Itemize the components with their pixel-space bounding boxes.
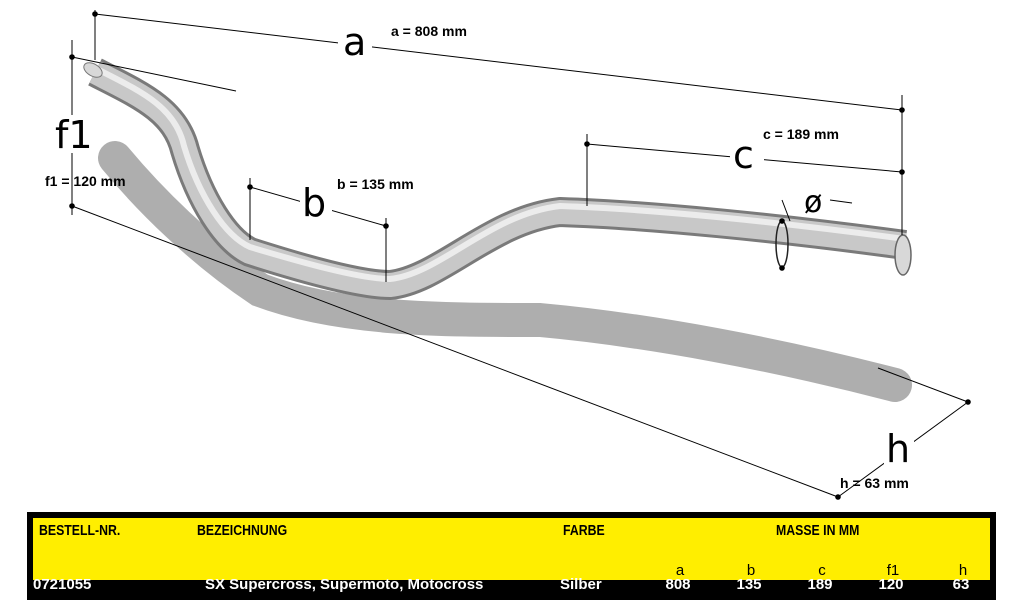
dim-c-letter: c: [733, 133, 754, 177]
row-order-no: 0721055: [33, 576, 92, 593]
subheader-h: h: [958, 562, 968, 579]
handlebar-tube: [83, 58, 912, 301]
table-header-band: BESTELL-NR. BEZEICHNUNG FARBE MASSE IN M…: [33, 518, 990, 580]
row-color: Silber: [560, 576, 602, 593]
dim-a-letter: a: [343, 20, 366, 64]
dim-a-label: a = 808 mm: [391, 23, 467, 39]
dim-h-letter: h: [886, 427, 910, 471]
dimension-points: [69, 11, 971, 500]
subheader-f1: f1: [886, 562, 900, 579]
dim-c-label: c = 189 mm: [763, 126, 839, 142]
header-color: FARBE: [563, 522, 605, 539]
dim-b-letter: b: [302, 181, 326, 225]
spec-table: BESTELL-NR. BEZEICHNUNG FARBE MASSE IN M…: [27, 512, 996, 600]
header-measures: MASSE IN MM: [776, 522, 860, 539]
handlebar-diagram: a a = 808 mm f1 f1 = 120 mm b b = 135 mm…: [45, 10, 971, 500]
header-order-no: BESTELL-NR.: [39, 522, 121, 539]
row-name: SX Supercross, Supermoto, Motocross: [205, 576, 484, 593]
dim-f1-label: f1 = 120 mm: [45, 173, 126, 189]
row-value-a: 808: [665, 576, 691, 593]
row-value-f1: 120: [878, 576, 904, 593]
row-value-b: 135: [736, 576, 762, 593]
handlebar-shadow: [98, 141, 912, 402]
header-name: BEZEICHNUNG: [197, 522, 288, 539]
subheader-c: c: [818, 562, 826, 579]
subheader-b: b: [746, 562, 756, 579]
row-value-h: 63: [952, 576, 970, 593]
dim-h-label: h = 63 mm: [840, 475, 909, 491]
diameter-symbol: ø: [804, 185, 822, 220]
dim-f1-letter: f1: [55, 113, 93, 157]
row-value-c: 189: [807, 576, 833, 593]
subheader-a: a: [675, 562, 685, 579]
dim-b-label: b = 135 mm: [337, 176, 414, 192]
